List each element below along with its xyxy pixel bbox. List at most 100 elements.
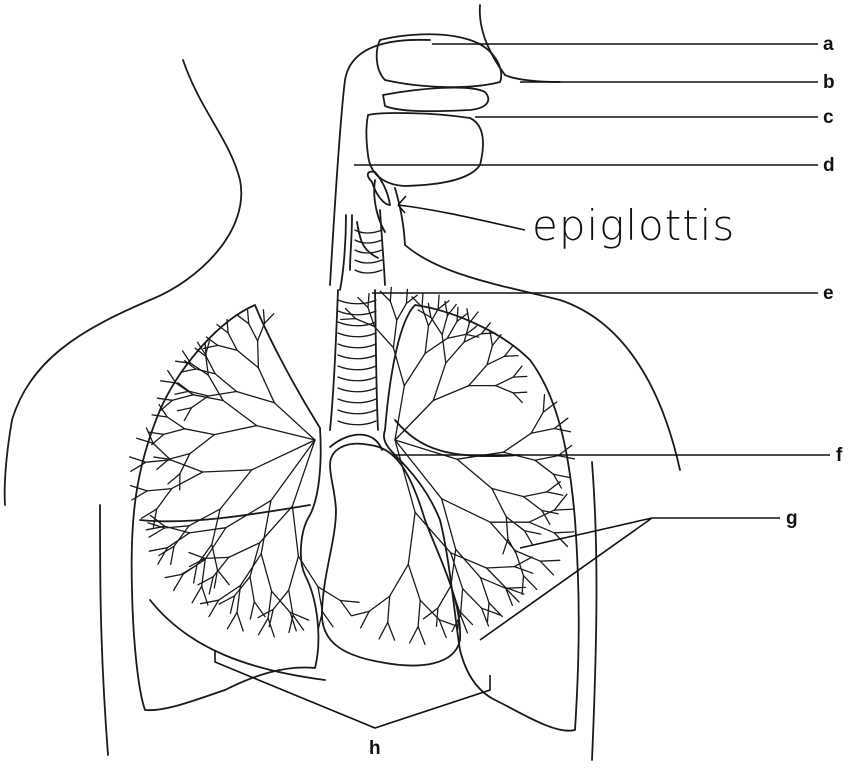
bronchiole xyxy=(553,474,569,477)
trachea-ring xyxy=(338,377,376,381)
trachea-ring xyxy=(338,333,376,337)
bronchiole xyxy=(169,454,190,460)
bronchiole xyxy=(154,457,169,459)
bronchiole xyxy=(226,501,271,528)
bronchiole xyxy=(185,429,215,435)
bronchiole xyxy=(152,415,167,417)
bronchiole xyxy=(269,609,273,626)
bronchiole xyxy=(525,531,541,534)
bronchiole xyxy=(131,462,146,471)
bronchiole xyxy=(227,612,237,628)
bronchiole xyxy=(397,303,407,320)
bronchiole xyxy=(340,601,351,616)
label-e: e xyxy=(823,283,834,304)
bronchiole xyxy=(235,577,251,596)
bronchiole xyxy=(515,551,523,576)
part-labels: a b c d e f g h xyxy=(369,34,843,759)
bronchiole xyxy=(496,386,513,393)
bronchiole xyxy=(175,391,189,394)
bronchiole xyxy=(258,368,274,403)
bronchiole xyxy=(540,560,560,561)
bronchiole xyxy=(506,517,524,531)
bronchiole xyxy=(273,590,289,609)
trachea-ring xyxy=(338,421,376,425)
bronchiole xyxy=(131,486,148,491)
bronchiole xyxy=(209,577,213,594)
bronchiole xyxy=(418,600,420,626)
bronchiole xyxy=(272,591,291,612)
bronchiole xyxy=(368,294,369,308)
bronchiole xyxy=(250,602,254,619)
bronchiole xyxy=(174,574,184,590)
bronchiole xyxy=(513,366,522,377)
bronchiole xyxy=(229,543,260,558)
bronchiole xyxy=(374,327,393,348)
bronchiole xyxy=(408,564,420,600)
pharynx xyxy=(367,113,483,245)
bronchiole xyxy=(249,324,258,341)
leader-lines xyxy=(215,44,830,728)
bronchiole xyxy=(379,622,388,639)
bronchiole xyxy=(190,435,215,454)
bronchiole xyxy=(492,489,524,497)
bronchiole xyxy=(263,310,264,324)
bronchiole xyxy=(209,600,219,616)
bronchiole xyxy=(369,596,390,611)
bronchiole xyxy=(220,470,252,509)
bronchiole xyxy=(390,301,397,320)
bronchiole xyxy=(215,374,236,392)
bronchiole xyxy=(149,548,167,552)
label-c: c xyxy=(823,107,834,128)
trachea-ring xyxy=(338,388,376,392)
bronchiole xyxy=(438,301,449,309)
label-d: d xyxy=(823,155,835,176)
bronchiole xyxy=(461,589,463,615)
bronchiole xyxy=(535,456,558,461)
bronchiole xyxy=(529,510,554,522)
bronchiole xyxy=(543,395,544,412)
bronchiole xyxy=(431,318,442,335)
bronchiole xyxy=(492,489,506,517)
bronchiole xyxy=(469,365,487,386)
trachea-ring xyxy=(338,410,376,414)
label-h: h xyxy=(369,738,381,759)
bronchiole xyxy=(292,440,315,506)
bronchiole xyxy=(172,472,203,489)
bronchiole xyxy=(408,512,415,564)
bronchiole xyxy=(265,314,274,324)
bronchiole xyxy=(132,491,147,500)
bronchiole xyxy=(318,587,340,601)
bronchiole xyxy=(168,474,180,484)
nasal-cavity xyxy=(377,34,560,111)
bronchiole xyxy=(410,627,419,643)
bronchiole xyxy=(168,533,190,548)
bronchiole xyxy=(237,350,258,368)
bronchiole xyxy=(438,586,451,608)
bronchiole xyxy=(237,392,275,403)
label-f: f xyxy=(836,445,843,466)
bronchiole xyxy=(525,531,533,545)
bronchiole xyxy=(393,320,396,348)
bronchiole xyxy=(171,460,203,472)
bronchiole xyxy=(223,401,257,426)
leader-epiglottis xyxy=(398,196,525,230)
leader-g xyxy=(480,518,780,640)
epiglottis xyxy=(368,172,390,205)
bronchiole xyxy=(165,574,183,578)
bronchiole xyxy=(487,567,515,568)
bronchiole xyxy=(531,429,554,434)
bronchiole xyxy=(505,356,519,357)
bronchiole xyxy=(200,600,218,604)
bronchiole xyxy=(540,561,553,575)
bronchiole xyxy=(505,345,514,356)
bronchiole xyxy=(442,499,491,523)
bronchiole xyxy=(481,578,489,603)
trachea-ring xyxy=(338,355,376,359)
bronchiole xyxy=(422,293,423,307)
bronchiole xyxy=(147,489,172,491)
bronchiole xyxy=(433,386,469,401)
bronchiole xyxy=(215,426,257,435)
bronchiole xyxy=(167,417,185,429)
bronchiole xyxy=(503,433,531,452)
